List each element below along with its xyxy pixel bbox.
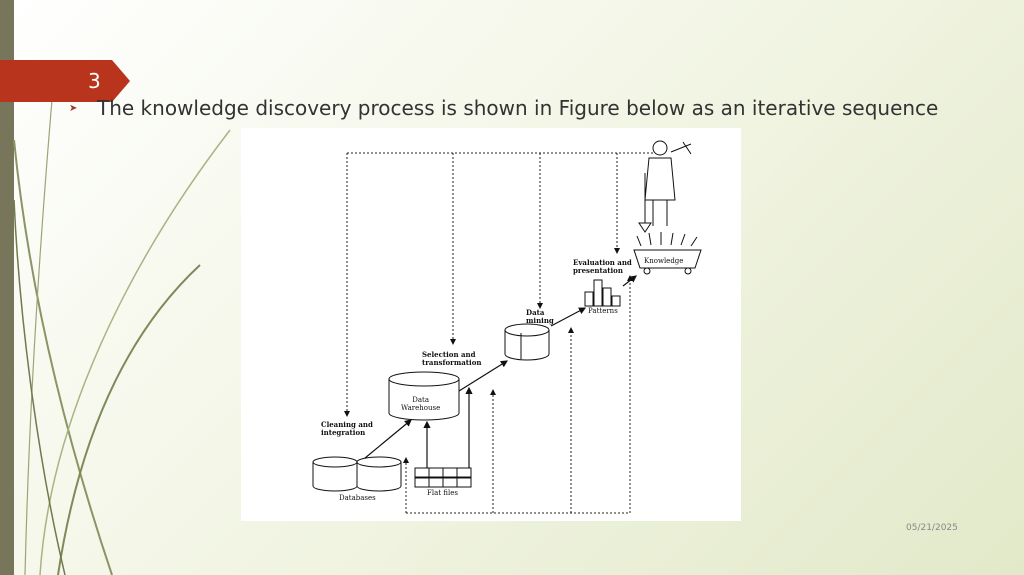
left-accent-bar xyxy=(0,0,14,575)
arrow-warehouse-to-mining xyxy=(458,360,509,392)
knowledge-cart-icon xyxy=(633,232,702,275)
bullet-text: The knowledge discovery process is shown… xyxy=(97,96,939,120)
slide-number-tab: 3 xyxy=(0,60,130,102)
label-selection-transformation: Selection and transformation xyxy=(422,350,482,367)
label-evaluation-presentation: Evaluation and presentation xyxy=(573,258,632,275)
flat-files-icon xyxy=(414,467,472,488)
databases-icon xyxy=(312,456,402,492)
patterns-chart-icon xyxy=(584,279,621,307)
arrow-mining-to-patterns xyxy=(550,307,587,327)
label-data-mining: Data mining xyxy=(526,308,554,325)
arrow-patterns-to-knowledge xyxy=(622,275,637,287)
arrow-db-to-warehouse xyxy=(358,419,412,464)
label-cleaning-integration: Cleaning and integration xyxy=(321,420,373,437)
label-patterns: Patterns xyxy=(588,307,618,315)
kdd-process-figure: Cleaning and integration Selection and t… xyxy=(241,128,741,521)
slide-number: 3 xyxy=(88,69,101,93)
kdd-diagram xyxy=(312,140,702,514)
label-flat-files: Flat files xyxy=(427,489,458,497)
decorative-leaves xyxy=(13,99,231,575)
slide-date: 05/21/2025 xyxy=(906,523,958,533)
label-data-warehouse: Data Warehouse xyxy=(401,396,441,412)
data-mining-icon xyxy=(504,323,550,361)
data-warehouse-icon xyxy=(388,371,460,421)
label-databases: Databases xyxy=(339,494,376,502)
label-knowledge: Knowledge xyxy=(644,257,684,265)
miner-figure-icon xyxy=(638,140,692,233)
bullet-arrow-icon: ➤ xyxy=(69,103,78,114)
